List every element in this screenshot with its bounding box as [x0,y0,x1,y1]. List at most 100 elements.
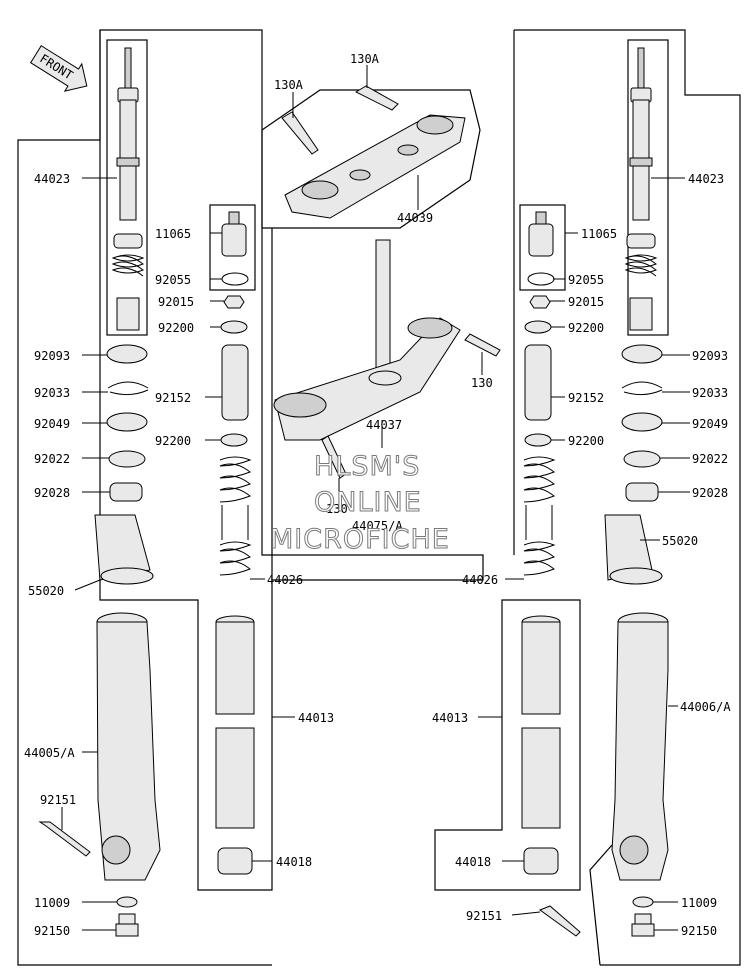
right-assembly-frame [514,29,741,966]
label-130A-b: 130A [350,52,380,66]
label-44005A: 44005/A [24,746,75,760]
label-92055-left: 92055 [155,273,191,287]
label-11065-right: 11065 [581,227,617,241]
left-dust-seal [106,344,148,364]
label-92049-left: 92049 [34,417,70,431]
left-cartridge-sleeve [116,297,140,331]
left-washer-seal [108,450,146,468]
label-44006A: 44006/A [680,700,731,714]
left-oil-seal [106,412,148,432]
label-92028-left: 92028 [34,486,70,500]
right-oil-seal [621,412,663,432]
left-damper-rod [116,47,140,221]
left-drain-bolt [115,913,139,937]
left-valve-part [221,211,247,257]
left-spacer-tube [221,344,249,421]
label-92049-right: 92049 [692,417,728,431]
right-lower-frame [434,599,581,891]
upper-triple-clamp [284,114,466,219]
label-92093-right: 92093 [692,349,728,363]
watermark-line-1: HLSM'S [314,451,420,482]
left-cartridge-box [106,39,148,336]
left-washer-bottom [220,433,248,447]
label-92022-left: 92022 [34,452,70,466]
label-92055-right: 92055 [568,273,604,287]
label-44023-right: 44023 [688,172,724,186]
label-92093-left: 92093 [34,349,70,363]
left-inner-tube [215,615,255,829]
left-oring [221,272,249,286]
right-washer-seal [623,450,661,468]
label-92151-left: 92151 [40,793,76,807]
left-cartridge-bushing [113,233,143,249]
label-92150-left: 92150 [34,924,70,938]
label-11065-left: 11065 [155,227,191,241]
right-inner-tube [521,615,561,829]
label-130-bottom: 130 [326,502,348,516]
label-44013-left: 44013 [298,711,334,725]
left-outer-tube [96,612,161,881]
bolt-130A-right [354,85,399,111]
right-axle-bolt [538,905,581,937]
left-fork-guard-ring [100,567,154,585]
right-fork-spring [523,456,556,576]
left-washer-top [220,320,248,334]
label-92152-right: 92152 [568,391,604,405]
right-cartridge-sleeve [629,297,653,331]
left-fork-spring [219,456,252,576]
right-tube-bushing [523,847,559,875]
left-axle-bolt [38,821,91,857]
label-92022-right: 92022 [692,452,728,466]
center-frame [271,30,515,580]
right-washer-bottom [524,433,552,447]
label-44013-right: 44013 [432,711,468,725]
label-92200-left-top: 92200 [158,321,194,335]
right-damper-rod [629,47,653,221]
watermark-line-2: ONLINE [314,487,422,518]
label-92150-right: 92150 [681,924,717,938]
left-outer-frame [17,30,272,966]
right-outer-tube [611,612,669,881]
right-washer-top [524,320,552,334]
bolt-130-right [464,333,501,357]
label-92028-right: 92028 [692,486,728,500]
watermark-line-3: MICROFICHE [270,524,450,555]
right-drain-washer [632,896,654,908]
label-92200-right-bot: 92200 [568,434,604,448]
right-drain-bolt [631,913,655,937]
label-92033-right: 92033 [692,386,728,400]
label-44037: 44037 [366,418,402,432]
left-nut [223,295,245,309]
stem-frame [261,89,481,229]
right-cartridge-box [627,39,669,336]
label-44075A: 44075/A [352,519,403,533]
right-oring [527,272,555,286]
leader-lines [61,65,690,931]
front-arrow: FRONT [29,45,88,92]
label-44026-left: 44026 [267,573,303,587]
right-fork-guard-ring [609,567,663,585]
left-valve-box [209,204,256,291]
right-valve-part [528,211,554,257]
left-cartridge-spring [111,254,145,277]
label-92033-left: 92033 [34,386,70,400]
right-cartridge-spring [624,254,658,277]
right-dust-seal [621,344,663,364]
bolt-130-bottom [321,435,347,479]
fork-link-line [589,844,613,966]
lower-triple-clamp [273,239,461,441]
label-92015-left: 92015 [158,295,194,309]
label-44039: 44039 [397,211,433,225]
left-fork-guard [94,514,151,581]
label-11009-right: 11009 [681,896,717,910]
label-130A-a: 130A [274,78,304,92]
label-92015-right: 92015 [568,295,604,309]
left-drain-washer [116,896,138,908]
label-44018-right: 44018 [455,855,491,869]
left-clip [107,381,149,396]
label-44018-left: 44018 [276,855,312,869]
label-55020-right: 55020 [662,534,698,548]
right-nut [529,295,551,309]
label-130-right: 130 [471,376,493,390]
